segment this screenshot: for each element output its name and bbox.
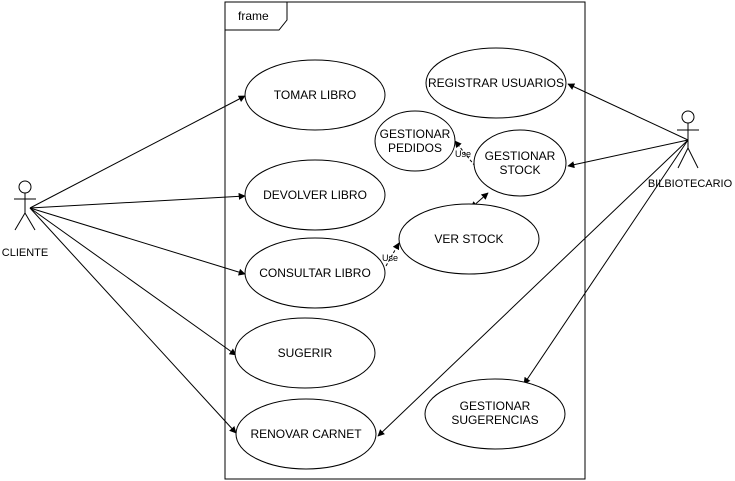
actor-head-icon (18, 180, 32, 194)
use-case-label: REGISTRAR USUARIOS (428, 76, 564, 90)
use-case-gestionar-pedidos[interactable]: GESTIONAR PEDIDOS (374, 110, 456, 172)
use-case-label: VER STOCK (434, 232, 503, 246)
assoc-cliente-sugerir (29, 207, 237, 356)
cliente-associations (29, 95, 246, 434)
use-case-renovar-carnet[interactable]: RENOVAR CARNET (235, 398, 377, 470)
use-case-registrar-usuarios[interactable]: REGISTRAR USUARIOS (425, 47, 567, 119)
use-case-consultar-libro[interactable]: CONSULTAR LIBRO (244, 237, 386, 309)
use-case-label: GESTIONAR (485, 149, 556, 163)
use-label-stock: Use (455, 149, 471, 159)
use-case-label: PEDIDOS (388, 141, 442, 155)
assoc-bibliotecario-gestionar-sugerencias (523, 139, 689, 385)
actor-bibliotecario-label: BILBIOTECARIO (648, 178, 733, 190)
assoc-bibliotecario-renovar-carnet (377, 139, 689, 437)
use-case-sugerir[interactable]: SUGERIR (234, 317, 376, 389)
actor-cliente[interactable] (14, 180, 36, 231)
actor-head-icon (681, 110, 695, 124)
assoc-cliente-renovar-carnet (29, 207, 237, 434)
assoc-cliente-consultar-libro (29, 207, 246, 276)
use-case-tomar-libro[interactable]: TOMAR LIBRO (244, 59, 386, 131)
frame-label: frame (238, 9, 269, 23)
actor-bibliotecario[interactable] (677, 110, 699, 169)
use-case-label: STOCK (499, 163, 540, 177)
use-case-ver-stock[interactable]: VER STOCK (398, 203, 540, 275)
use-label-consulta: Use (382, 253, 398, 263)
use-case-gestionar-stock[interactable]: GESTIONAR STOCK (473, 129, 567, 197)
use-case-label: SUGERENCIAS (451, 413, 538, 427)
assoc-bibliotecario-gestionar-stock (567, 139, 689, 169)
use-case-label: SUGERIR (278, 346, 333, 360)
use-stock-to-pedidos (454, 140, 476, 167)
actor-cliente-label: CLIENTE (2, 247, 48, 259)
assoc-bibliotecario-registrar-usuarios (567, 83, 689, 141)
assoc-cliente-tomar-libro (29, 95, 246, 209)
use-case-devolver-libro[interactable]: DEVOLVER LIBRO (244, 159, 386, 231)
use-case-label: GESTIONAR (460, 399, 531, 413)
use-case-label: DEVOLVER LIBRO (263, 188, 367, 202)
use-case-label: GESTIONAR (380, 127, 451, 141)
use-case-label: CONSULTAR LIBRO (259, 266, 371, 280)
use-consultar-to-ver-stock (385, 242, 400, 267)
use-case-label: TOMAR LIBRO (274, 88, 356, 102)
system-frame: frame (224, 1, 586, 480)
bibliotecario-associations (377, 83, 689, 437)
assoc-cliente-devolver-libro (29, 192, 246, 209)
use-case-gestionar-sugerencias[interactable]: GESTIONAR SUGERENCIAS (424, 378, 566, 450)
use-case-label: RENOVAR CARNET (250, 427, 362, 441)
